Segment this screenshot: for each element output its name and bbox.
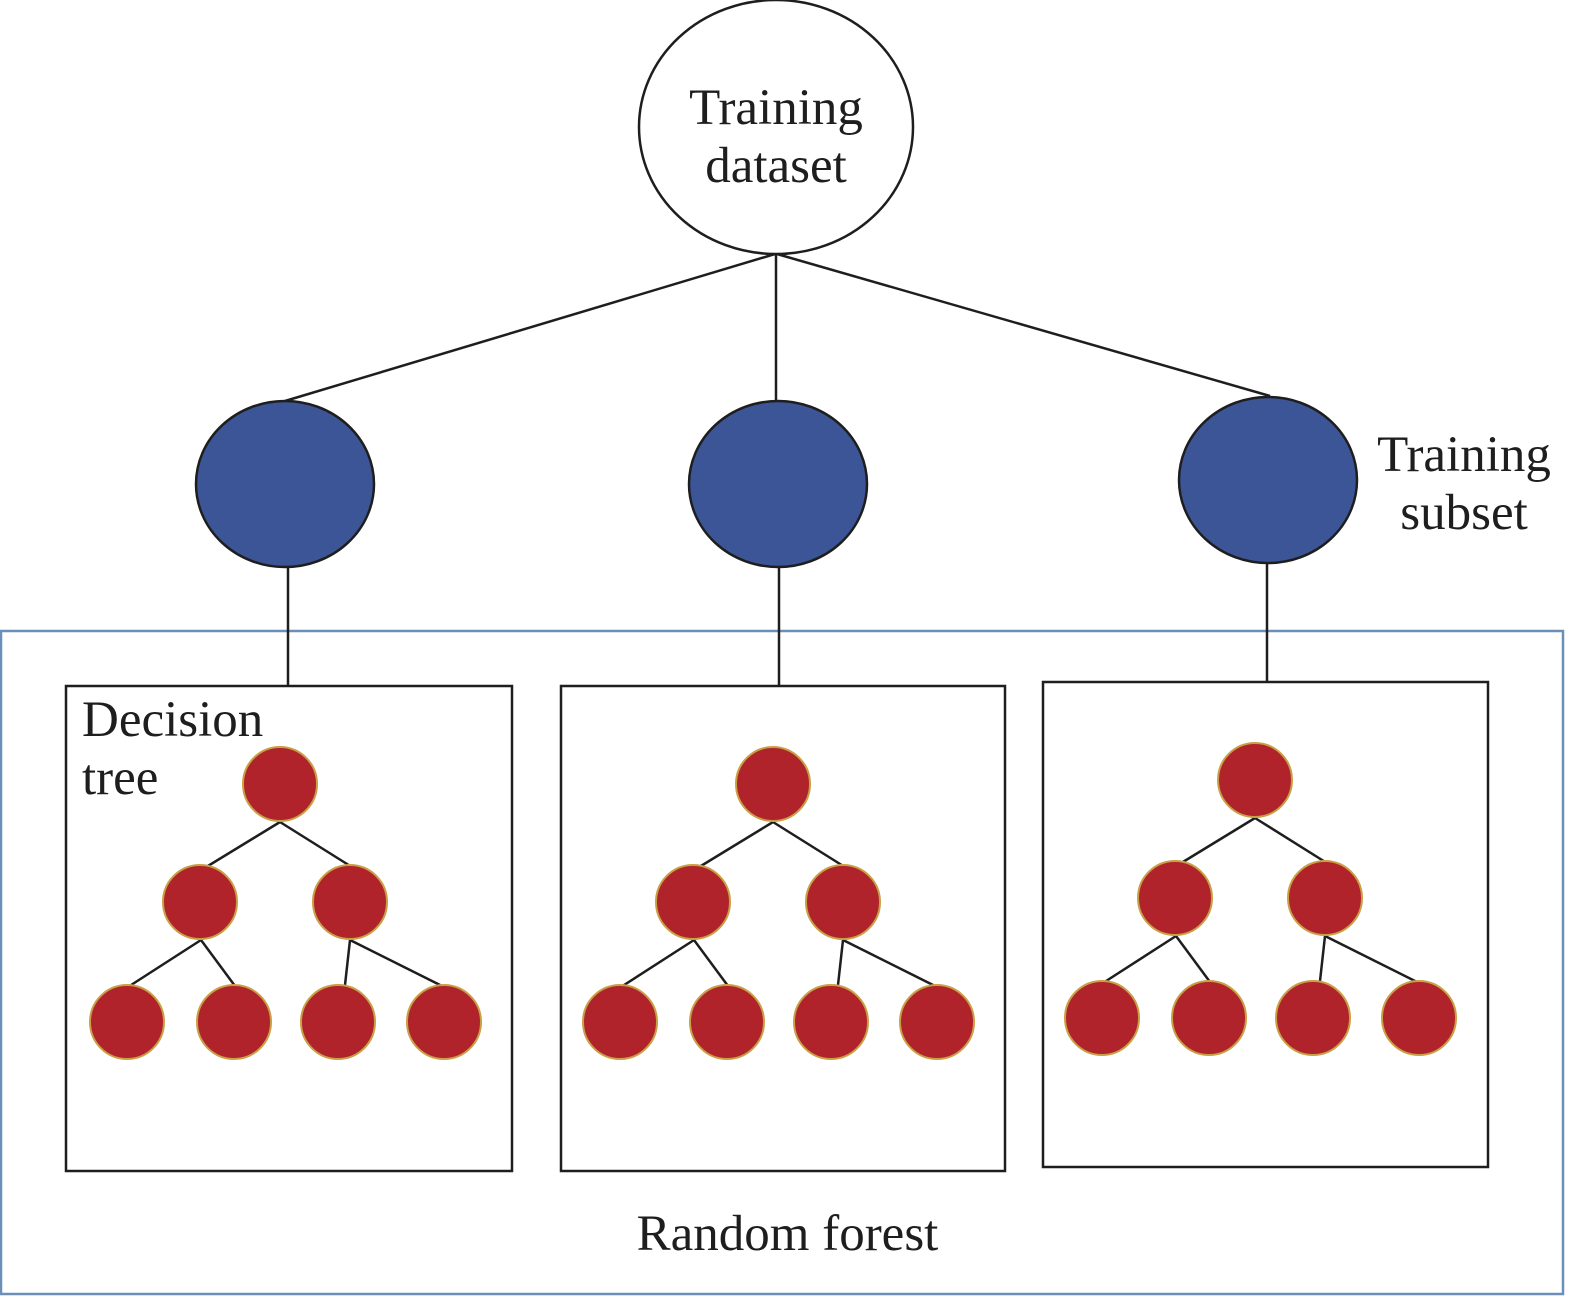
tree-edge: [1318, 935, 1327, 982]
tree-edge: [692, 939, 730, 987]
tree-edge: [836, 939, 845, 986]
tree-leaf-node: [300, 984, 376, 1060]
tree-root-node: [1217, 742, 1293, 818]
tree-leaf-node: [582, 984, 658, 1060]
decision-tree-label: Decision tree: [82, 692, 263, 807]
tree-leaf-node: [89, 984, 165, 1060]
tree-edge: [202, 820, 281, 871]
root-to-subset-3-line: [776, 252, 1271, 398]
decision-tree-3: [1064, 742, 1457, 1056]
tree-branch-node: [1137, 860, 1213, 936]
decision-tree-label-line2: tree: [82, 749, 159, 806]
training-subset-label-line2: subset: [1400, 484, 1528, 541]
tree-edge: [1174, 935, 1212, 983]
training-subset-node: [194, 399, 376, 569]
tree-edge: [199, 939, 237, 987]
training-dataset-label-line2: dataset: [705, 137, 847, 194]
decision-tree-2: [582, 746, 975, 1060]
tree-branch-node: [312, 864, 388, 940]
random-forest-container: [0, 629, 1565, 1296]
tree-edge: [1254, 816, 1331, 867]
tree-edge: [349, 938, 445, 989]
subset-connectors: [286, 563, 1269, 686]
training-dataset-label-line1: Training: [689, 80, 863, 136]
tree-edge: [1177, 816, 1256, 867]
decision-tree-label-line1: Decision: [82, 692, 264, 748]
training-subset-node: [1177, 395, 1359, 565]
tree-edge: [343, 939, 352, 986]
tree-leaf-node: [1381, 980, 1457, 1056]
tree-branch-node: [805, 864, 881, 940]
tree-edge: [1324, 934, 1420, 985]
tree-edge: [842, 938, 938, 989]
tree-leaf-node: [689, 984, 765, 1060]
tree-root-node: [242, 746, 318, 822]
tree-edge: [127, 938, 202, 989]
tree-leaf-node: [1171, 980, 1247, 1056]
random-forest-label: Random forest: [636, 1206, 939, 1262]
training-dataset-node: [637, 0, 915, 256]
tree-leaf-node: [793, 984, 869, 1060]
decision-tree-1: [89, 746, 482, 1060]
tree-edge: [695, 820, 774, 871]
tree-leaf-node: [196, 984, 272, 1060]
training-subset-label: Training subset: [1360, 427, 1568, 542]
tree-branch-node: [655, 864, 731, 940]
tree-root-node: [735, 746, 811, 822]
tree-branch-node: [162, 864, 238, 940]
root-to-subset-1-line: [284, 252, 776, 403]
training-subset-node: [687, 399, 869, 569]
root-connectors: [284, 252, 1271, 403]
tree-leaf-node: [1275, 980, 1351, 1056]
tree-branch-node: [1287, 860, 1363, 936]
tree-leaf-node: [1064, 980, 1140, 1056]
tree-leaf-node: [899, 984, 975, 1060]
tree-edge: [772, 820, 849, 871]
training-subset-label-line1: Training: [1377, 427, 1551, 483]
tree-edge: [620, 938, 695, 989]
tree-edge: [1102, 934, 1177, 985]
tree-leaf-node: [406, 984, 482, 1060]
tree-edge: [279, 820, 356, 871]
training-dataset-label: Training dataset: [638, 80, 914, 195]
